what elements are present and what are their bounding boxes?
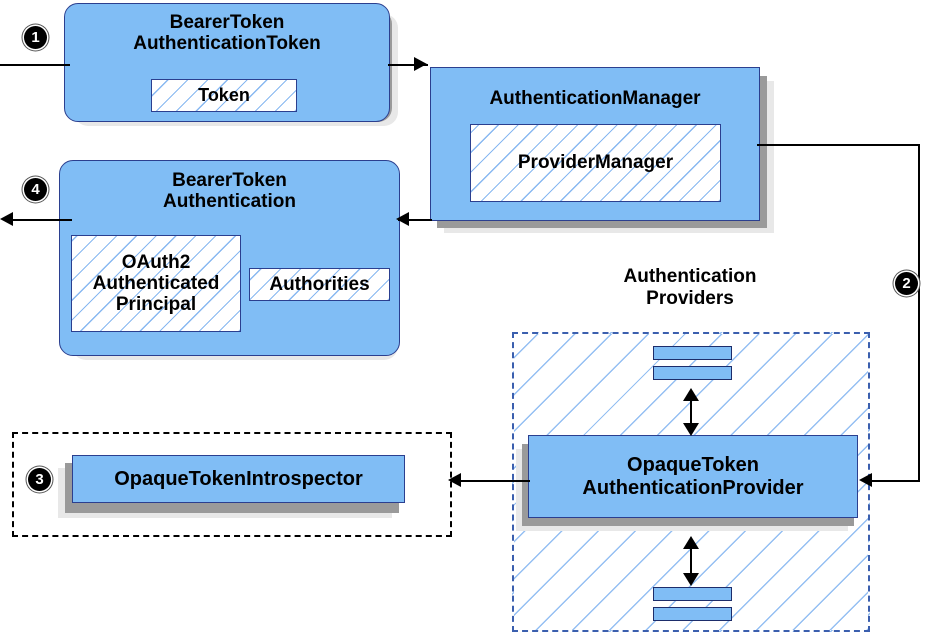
- arrowhead-token-to-authentication-manager: [414, 57, 427, 71]
- step-badge-2-label: 2: [902, 275, 911, 292]
- connector-token-to-authentication-manager: [388, 64, 428, 66]
- bearer-token-authentication-line1: BearerToken: [172, 170, 287, 191]
- compartment-authorities[interactable]: Authorities: [249, 268, 390, 301]
- compartment-provider-manager-label: ProviderManager: [517, 152, 674, 174]
- step-badge-3: 3: [28, 468, 51, 491]
- oauth2-authenticated-principal-line3: Principal: [115, 294, 197, 316]
- arrowhead-down-bottom-bars: [683, 573, 699, 586]
- arrowhead-output-step4: [0, 212, 13, 226]
- provider-stack-bar-bottom-1: [653, 587, 732, 601]
- opaque-token-authentication-provider-line2: AuthenticationProvider: [582, 476, 804, 499]
- step-badge-1-label: 1: [31, 29, 40, 46]
- bearer-token-authentication-token-line1: BearerToken: [169, 12, 285, 33]
- node-bearer-token-authentication-token[interactable]: BearerToken AuthenticationToken: [64, 3, 390, 122]
- connector-bearer-token-authentication-to-output: [10, 219, 72, 221]
- node-opaque-token-authentication-provider[interactable]: OpaqueToken AuthenticationProvider: [528, 435, 858, 518]
- arrowhead-manager-to-bearer-token-authentication: [396, 212, 409, 226]
- authentication-providers-caption: Authentication Providers: [565, 266, 815, 309]
- compartment-authorities-label: Authorities: [269, 273, 370, 295]
- arrowhead-provider-to-introspector: [448, 473, 461, 487]
- arrowhead-up-top-bars: [683, 388, 699, 401]
- authentication-providers-caption-line2: Providers: [646, 287, 734, 309]
- opaque-token-introspector-title: OpaqueTokenIntrospector: [114, 467, 363, 490]
- connector-provider-to-introspector: [452, 480, 530, 482]
- connector-manager-to-provider-vertical: [918, 144, 920, 481]
- oauth2-authenticated-principal-line1: OAuth2: [121, 251, 191, 273]
- compartment-token-label: Token: [198, 85, 250, 106]
- authentication-manager-title: AuthenticationManager: [489, 88, 701, 109]
- connector-provider-to-bottom-bars: [690, 540, 692, 584]
- arrowhead-into-opaque-token-authentication-provider: [859, 473, 872, 487]
- connector-manager-to-provider-bottom: [872, 480, 920, 482]
- step-badge-3-label: 3: [35, 471, 44, 488]
- connector-input-to-bearer-token-authentication-token: [0, 64, 70, 66]
- provider-stack-bar-bottom-2: [653, 607, 732, 621]
- connector-manager-to-provider-top: [757, 144, 920, 146]
- provider-stack-bar-top-2: [653, 366, 732, 380]
- connector-manager-to-bearer-token-authentication: [398, 219, 432, 221]
- node-opaque-token-introspector[interactable]: OpaqueTokenIntrospector: [72, 455, 405, 503]
- provider-stack-bar-top-1: [653, 346, 732, 360]
- bearer-token-authentication-line2: Authentication: [163, 191, 296, 213]
- arrowhead-up-to-provider: [683, 536, 699, 549]
- arrowhead-down-to-provider: [683, 423, 699, 436]
- oauth2-authenticated-principal-line2: Authenticated: [92, 272, 220, 294]
- authentication-providers-caption-line1: Authentication: [623, 266, 757, 287]
- step-badge-4: 4: [24, 178, 47, 201]
- connector-top-bars-to-provider: [690, 392, 692, 434]
- compartment-provider-manager[interactable]: ProviderManager: [470, 124, 721, 202]
- step-badge-1: 1: [24, 26, 47, 49]
- bearer-token-authentication-token-line2: AuthenticationToken: [133, 33, 321, 55]
- opaque-token-authentication-provider-line1: OpaqueToken: [627, 454, 759, 477]
- step-badge-2: 2: [895, 272, 918, 295]
- compartment-oauth2-authenticated-principal[interactable]: OAuth2 Authenticated Principal: [71, 235, 241, 332]
- step-badge-4-label: 4: [31, 181, 40, 198]
- compartment-token[interactable]: Token: [151, 79, 297, 112]
